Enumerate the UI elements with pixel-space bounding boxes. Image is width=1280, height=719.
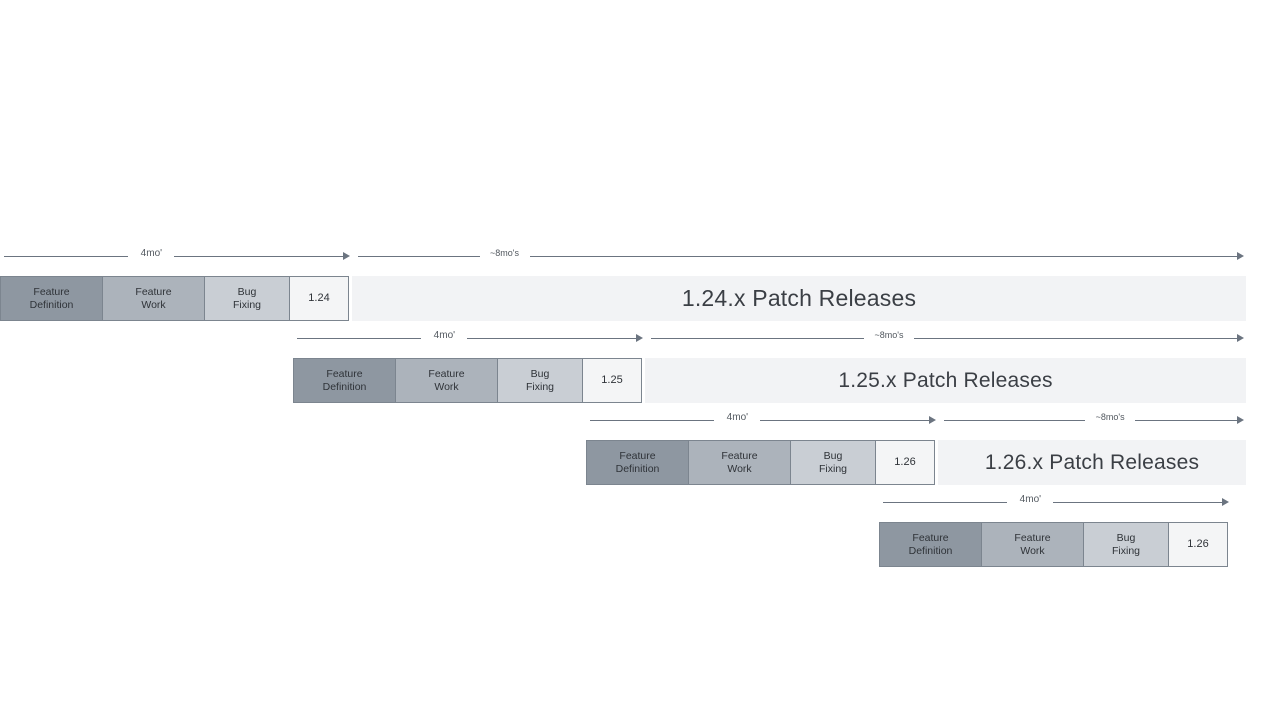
dev-duration-arrowhead [636,334,643,342]
dev-duration-label: 4mo' [1019,494,1042,505]
dev-duration-measure-release-1-24: 4mo' [0,248,352,266]
phase-bug-fixing-line2: Fixing [1111,544,1140,557]
patch-duration-arrowhead [1237,252,1244,260]
phase-feature-definition-line1: Feature [326,368,363,380]
dev-duration-label: 4mo' [726,412,749,423]
phase-bug-fixing-line2: Fixing [232,298,261,311]
dev-duration-measure-release-1-25: 4mo' [293,330,645,348]
phase-bug-fixing-line1: Bug [1116,532,1136,544]
version-chip-line1: 1.26 [894,456,916,469]
phase-feature-work-line1: Feature [721,450,758,462]
version-chip-release-1-26-next[interactable]: 1.26 [1168,522,1228,567]
phase-feature-work-line2: Work [141,298,166,311]
phase-bug-fixing-line1: Bug [237,286,257,298]
version-chip-line1: 1.26 [1187,538,1209,551]
version-chip-release-1-26[interactable]: 1.26 [875,440,935,485]
dev-duration-label: 4mo' [433,330,456,341]
patch-duration-arrowhead [1237,416,1244,424]
phase-feature-definition-line1: Feature [912,532,949,544]
dev-duration-measure-release-1-26-next: 4mo' [879,494,1231,512]
phase-feature-definition-line1: Feature [619,450,656,462]
patch-duration-label: ~8mo's [1095,412,1125,422]
version-chip-release-1-25[interactable]: 1.25 [582,358,642,403]
patch-release-band-1.26: 1.26.x Patch Releases [938,440,1246,485]
patch-duration-label: ~8mo's [490,248,519,258]
phase-bug-fixing-line2: Fixing [818,462,847,475]
phase-feature-work-line2: Work [434,380,459,393]
phase-feature-definition-line2: Definition [322,380,367,393]
phase-bug-fixing-line2: Fixing [525,380,554,393]
patch-duration-arrowhead [1237,334,1244,342]
phase-feature-work-line1: Feature [428,368,465,380]
patch-duration-label: ~8mo's [874,330,904,340]
phase-bug-fixing-line1: Bug [530,368,550,380]
patch-release-label: 1.26.x Patch Releases [984,450,1200,474]
phase-feature-definition-line2: Definition [615,462,660,475]
version-chip-line1: 1.25 [601,374,623,387]
phase-bug-fixing-line1: Bug [823,450,843,462]
patch-duration-measure-release-1-24: ~8mo's [358,248,1246,266]
dev-duration-arrowhead [343,252,350,260]
phase-feature-definition-line2: Definition [908,544,953,557]
dev-duration-label: 4mo' [140,248,163,259]
phase-feature-work-line1: Feature [1014,532,1051,544]
dev-duration-measure-release-1-26: 4mo' [586,412,938,430]
phase-feature-work-line2: Work [1020,544,1045,557]
dev-duration-arrowhead [1222,498,1229,506]
patch-release-band-1.25: 1.25.x Patch Releases [645,358,1246,403]
dev-duration-arrowhead [929,416,936,424]
patch-duration-measure-release-1-26: ~8mo's [944,412,1246,430]
phase-feature-work-line1: Feature [135,286,172,298]
patch-release-label: 1.25.x Patch Releases [838,368,1053,392]
version-chip-line1: 1.24 [308,292,330,305]
patch-release-band-1.24: 1.24.x Patch Releases [352,276,1246,321]
phase-feature-definition-line2: Definition [29,298,74,311]
patch-release-label: 1.24.x Patch Releases [681,285,917,311]
phase-feature-work-line2: Work [727,462,752,475]
patch-duration-measure-release-1-25: ~8mo's [651,330,1246,348]
version-chip-release-1-24[interactable]: 1.24 [289,276,349,321]
phase-feature-definition-line1: Feature [33,286,70,298]
